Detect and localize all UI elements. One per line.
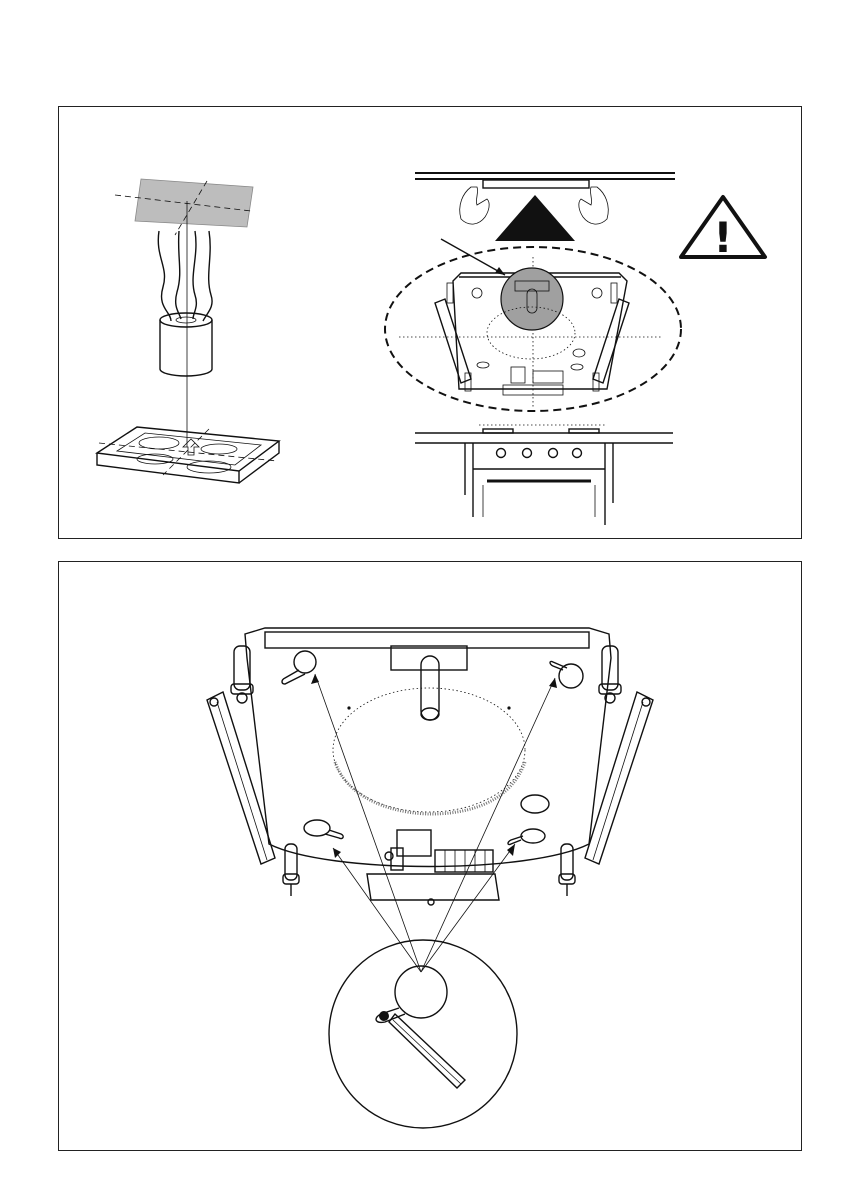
hob-burner-2 [201, 444, 237, 454]
warning-triangle-icon: ! [681, 197, 765, 262]
left-rail [435, 299, 471, 383]
chimney-hole [176, 317, 196, 323]
hob-burner-1 [139, 437, 179, 449]
chimney-bottom [160, 369, 212, 376]
pointer-arrow-icon [495, 267, 505, 275]
wire-3 [193, 231, 196, 319]
keyhole-4 [571, 364, 583, 370]
oven-knob-4 [573, 449, 582, 458]
keyhole-slot-bottom-left [304, 820, 343, 839]
bracket-mount [391, 646, 467, 670]
opening-outline [333, 688, 525, 812]
terminal-block [533, 371, 563, 383]
screwdriver-icon [389, 1014, 465, 1088]
terminal-block-large [435, 850, 493, 872]
stud-top-right [599, 646, 621, 703]
bottom-panel [58, 561, 802, 1151]
detail-keyhole [395, 966, 447, 1018]
wire-1 [158, 231, 171, 321]
screw-head [379, 1011, 389, 1021]
keyhole-2 [592, 288, 602, 298]
keyhole-slot-top-left [282, 651, 316, 684]
junction-box-large [367, 874, 499, 900]
wire-2 [176, 231, 181, 319]
highlighted-mount-point [501, 268, 563, 330]
top-panel-drawing: ! [59, 107, 803, 540]
warning-symbol: ! [713, 213, 732, 262]
hob-inner [117, 433, 261, 465]
kitchen-unit [415, 425, 673, 525]
hood-over-hob-alignment [97, 179, 279, 483]
keyhole-1 [472, 288, 482, 298]
left-hand-icon [460, 187, 489, 224]
stud-top-left [231, 646, 253, 703]
right-hand-icon [579, 187, 608, 224]
oven-knob-2 [523, 449, 532, 458]
keyhole-3 [477, 362, 489, 368]
ceiling-bracket-screw-slots [207, 628, 653, 905]
wire-4 [203, 231, 212, 321]
cable-clamp [397, 830, 431, 856]
keyhole-slot-bottom-right [508, 795, 549, 845]
oven-knob-1 [497, 449, 506, 458]
oven-knob-3 [549, 449, 558, 458]
bottom-panel-drawing [59, 562, 803, 1152]
top-panel: ! [58, 106, 802, 539]
ceiling-bracket [483, 180, 589, 188]
hood-lifted-to-ceiling [385, 173, 681, 411]
